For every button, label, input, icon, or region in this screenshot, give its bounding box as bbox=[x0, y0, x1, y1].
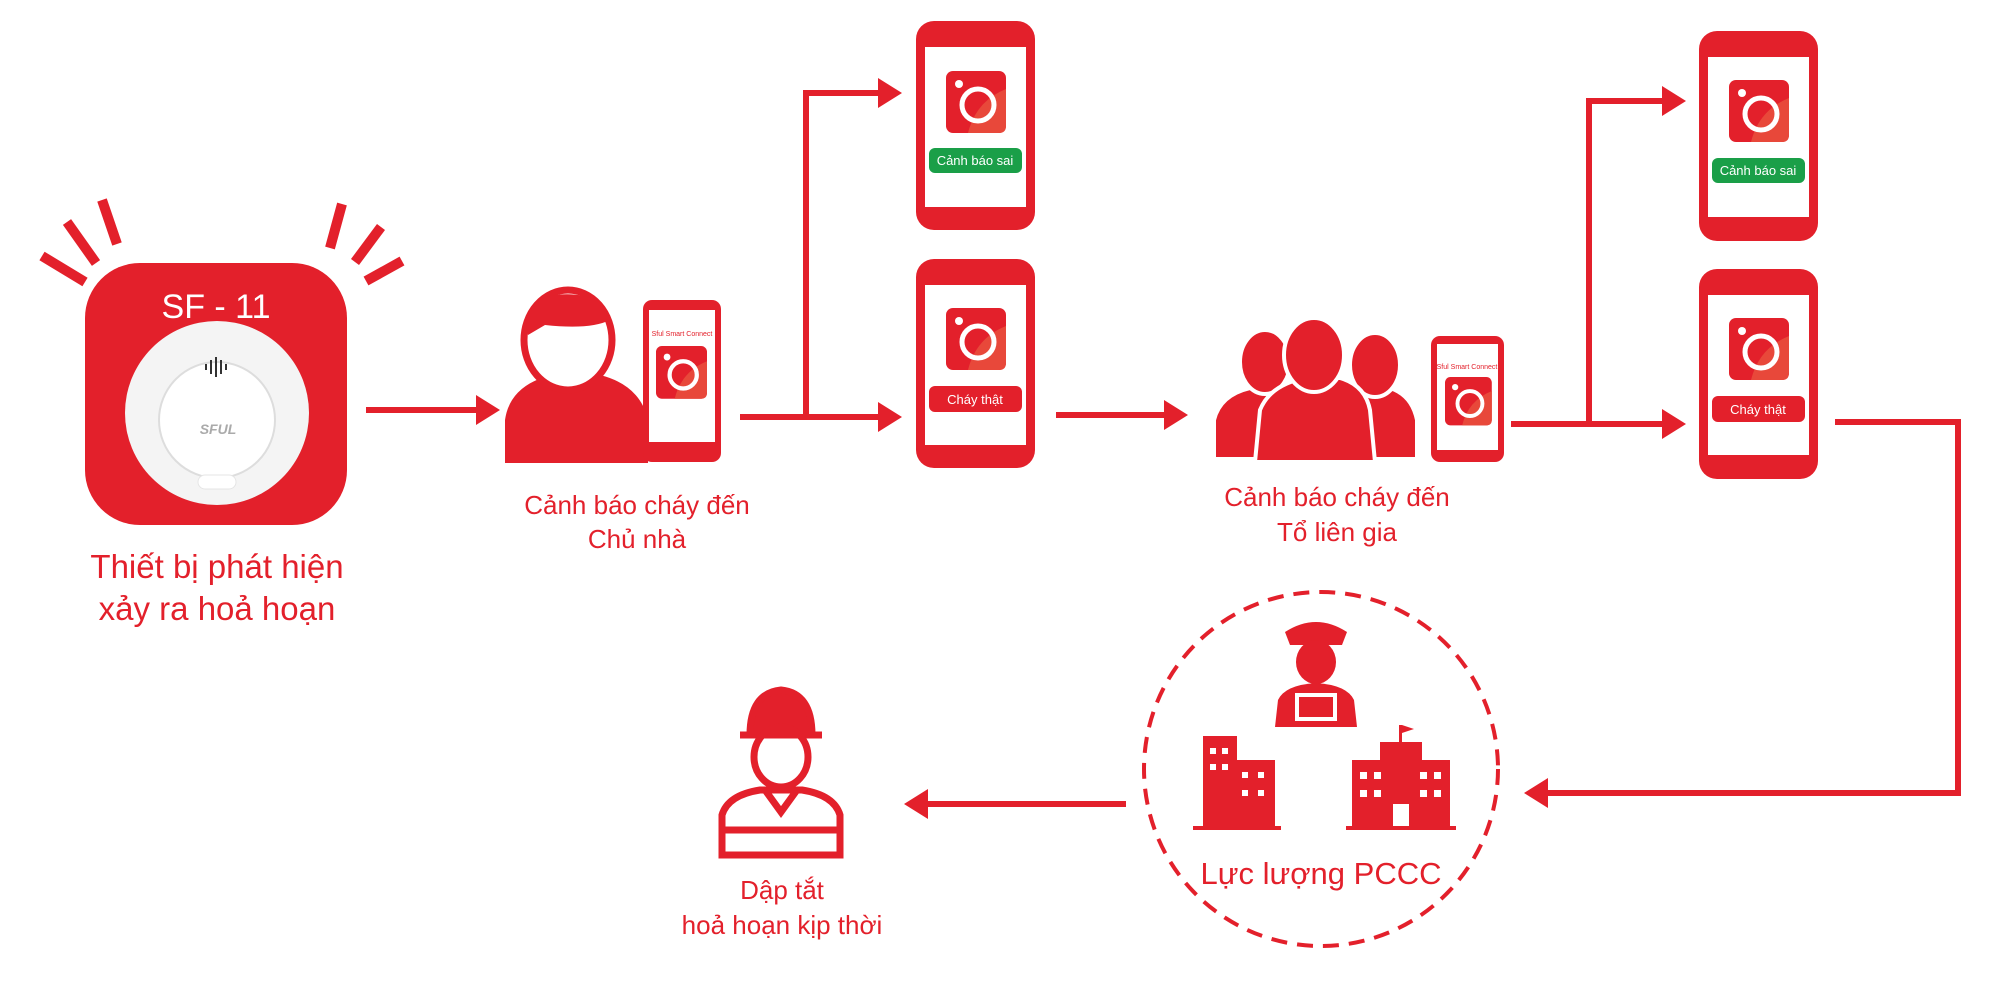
owner-phone-app-name: Sful Smart Connect bbox=[652, 331, 713, 338]
real-fire-button[interactable] bbox=[929, 386, 1022, 412]
real-fire-label-2: Cháy thật bbox=[1730, 402, 1786, 417]
false-alarm-button-2[interactable] bbox=[1712, 158, 1805, 183]
police-officer-icon bbox=[1275, 622, 1357, 727]
owner-label-line1: Cảnh báo cháy đến bbox=[524, 490, 750, 520]
owner-label-line2: Chủ nhà bbox=[588, 524, 687, 554]
false-alarm-button[interactable] bbox=[929, 148, 1022, 173]
owner-phone-icon: Sful Smart Connect bbox=[643, 300, 721, 462]
false-alarm-label: Cảnh báo sai bbox=[937, 153, 1014, 168]
pccc-label: Lực lượng PCCC bbox=[1200, 856, 1441, 891]
pccc-dashed-circle bbox=[1142, 590, 1500, 948]
alarm-rays-icon bbox=[39, 198, 405, 287]
speaker-icon bbox=[205, 357, 227, 377]
group-phone-icon: Sful Smart Connect bbox=[1431, 336, 1504, 462]
flow-connectors bbox=[366, 78, 1961, 819]
home-owner-icon bbox=[505, 286, 648, 463]
group-phone-app-name: Sful Smart Connect bbox=[1437, 364, 1498, 371]
firefighter-icon bbox=[718, 686, 844, 859]
device-label-line2: xảy ra hoả hoạn bbox=[99, 590, 336, 627]
firefighter-label-line1: Dập tắt bbox=[740, 875, 825, 905]
device-label-line1: Thiết bị phát hiện bbox=[90, 548, 343, 585]
group-label-line1: Cảnh báo cháy đến bbox=[1224, 482, 1450, 512]
office-building-icon bbox=[1193, 736, 1281, 830]
smoke-detector-device: SF - 11 SFUL bbox=[85, 263, 347, 525]
phone-false-alarm-2: Cảnh báo sai bbox=[1699, 31, 1818, 241]
phone-real-fire: Cháy thật bbox=[916, 259, 1035, 468]
government-building-icon bbox=[1346, 725, 1456, 830]
group-label-line2: Tổ liên gia bbox=[1277, 517, 1397, 547]
device-model: SF - 11 bbox=[162, 288, 271, 326]
false-alarm-label-2: Cảnh báo sai bbox=[1720, 163, 1797, 178]
phone-false-alarm: Cảnh báo sai bbox=[916, 21, 1035, 230]
neighborhood-group-icon bbox=[1212, 316, 1419, 464]
firefighter-label-line2: hoả hoạn kịp thời bbox=[682, 910, 883, 940]
phone-real-fire-2: Cháy thật bbox=[1699, 269, 1818, 479]
brand-logo: SFUL bbox=[200, 421, 237, 437]
real-fire-label: Cháy thật bbox=[947, 392, 1003, 407]
real-fire-button-2[interactable] bbox=[1712, 396, 1805, 422]
